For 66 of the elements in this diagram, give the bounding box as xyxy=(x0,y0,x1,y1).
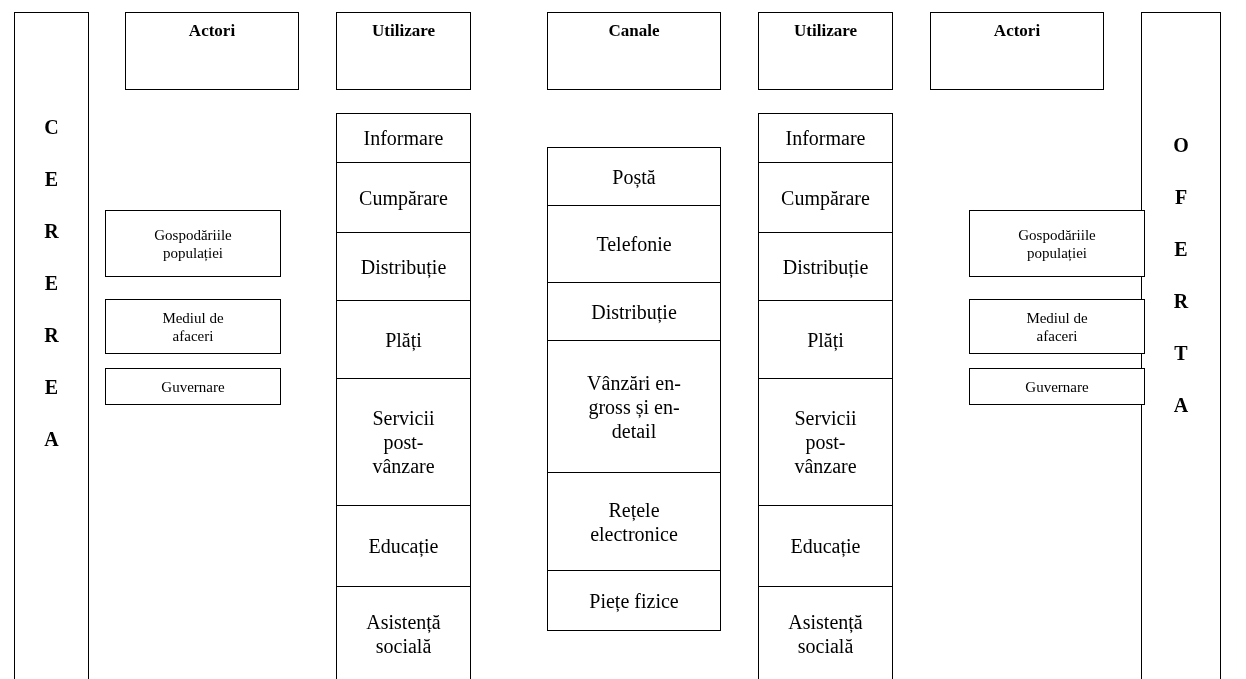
column-header-box xyxy=(125,12,299,90)
box-label: Servicii post-vânzare xyxy=(793,406,858,478)
box-label: Servicii post-vânzare xyxy=(371,406,436,478)
list-item-box xyxy=(547,147,721,206)
box-label: Guvernare xyxy=(1025,377,1089,396)
list-item-box xyxy=(336,586,471,679)
box-label: Educație xyxy=(368,534,439,558)
list-item-box xyxy=(758,113,893,163)
actor-box xyxy=(969,210,1145,277)
box-label: Distribuție xyxy=(782,254,869,279)
box-label: Actori xyxy=(188,21,236,41)
list-item-box xyxy=(547,340,721,473)
box-label: Telefonie xyxy=(596,232,672,256)
box-label: Educație xyxy=(790,534,861,558)
side-band xyxy=(1141,12,1221,679)
actor-box xyxy=(105,368,281,405)
box-label: Guvernare xyxy=(161,377,225,396)
box-label: Vânzări en-gross și en-detail xyxy=(586,370,682,443)
list-item-box xyxy=(547,570,721,631)
list-item-box xyxy=(758,505,893,587)
box-label: Gospodăriile populației xyxy=(1017,225,1097,262)
box-label: Informare xyxy=(363,126,444,150)
list-item-box xyxy=(758,162,893,233)
box-label: Cumpărare xyxy=(359,185,448,210)
box-label: Piețe fizice xyxy=(589,588,679,613)
list-item-box xyxy=(336,113,471,163)
column-header-box xyxy=(336,12,471,90)
box-label: Asistență socială xyxy=(787,610,864,658)
list-item-box xyxy=(758,300,893,379)
box-label: Rețele electronice xyxy=(589,497,679,546)
column-header-box xyxy=(758,12,893,90)
vertical-label: OFERTA xyxy=(1172,133,1190,418)
box-label: Mediul de afaceri xyxy=(161,308,225,345)
box-label: Utilizare xyxy=(794,21,857,41)
list-item-box xyxy=(336,232,471,301)
side-band xyxy=(14,12,89,679)
vertical-label: CEREREA xyxy=(43,115,60,452)
box-label: Actori xyxy=(993,21,1041,41)
actor-box xyxy=(969,299,1145,354)
list-item-box xyxy=(547,205,721,283)
list-item-box xyxy=(758,586,893,679)
list-item-box xyxy=(336,505,471,587)
box-label: Distribuție xyxy=(591,299,677,324)
actor-box xyxy=(969,368,1145,405)
column-header-box xyxy=(930,12,1104,90)
list-item-box xyxy=(758,378,893,506)
box-label: Plăți xyxy=(807,327,844,352)
box-label: Mediul de afaceri xyxy=(1025,308,1089,345)
actor-box xyxy=(105,299,281,354)
box-label: Cumpărare xyxy=(781,185,870,210)
box-label: Plăți xyxy=(385,327,422,352)
list-item-box xyxy=(336,162,471,233)
box-label: Gospodăriile populației xyxy=(153,225,233,262)
box-label: Canale xyxy=(608,21,660,41)
box-label: Utilizare xyxy=(372,21,435,41)
list-item-box xyxy=(336,300,471,379)
column-header-box xyxy=(547,12,721,90)
box-label: Distribuție xyxy=(360,254,447,279)
box-label: Poștă xyxy=(612,164,656,189)
box-label: Informare xyxy=(785,126,866,150)
list-item-box xyxy=(758,232,893,301)
box-label: Asistență socială xyxy=(365,610,442,658)
list-item-box xyxy=(336,378,471,506)
list-item-box xyxy=(547,282,721,341)
actor-box xyxy=(105,210,281,277)
list-item-box xyxy=(547,472,721,571)
